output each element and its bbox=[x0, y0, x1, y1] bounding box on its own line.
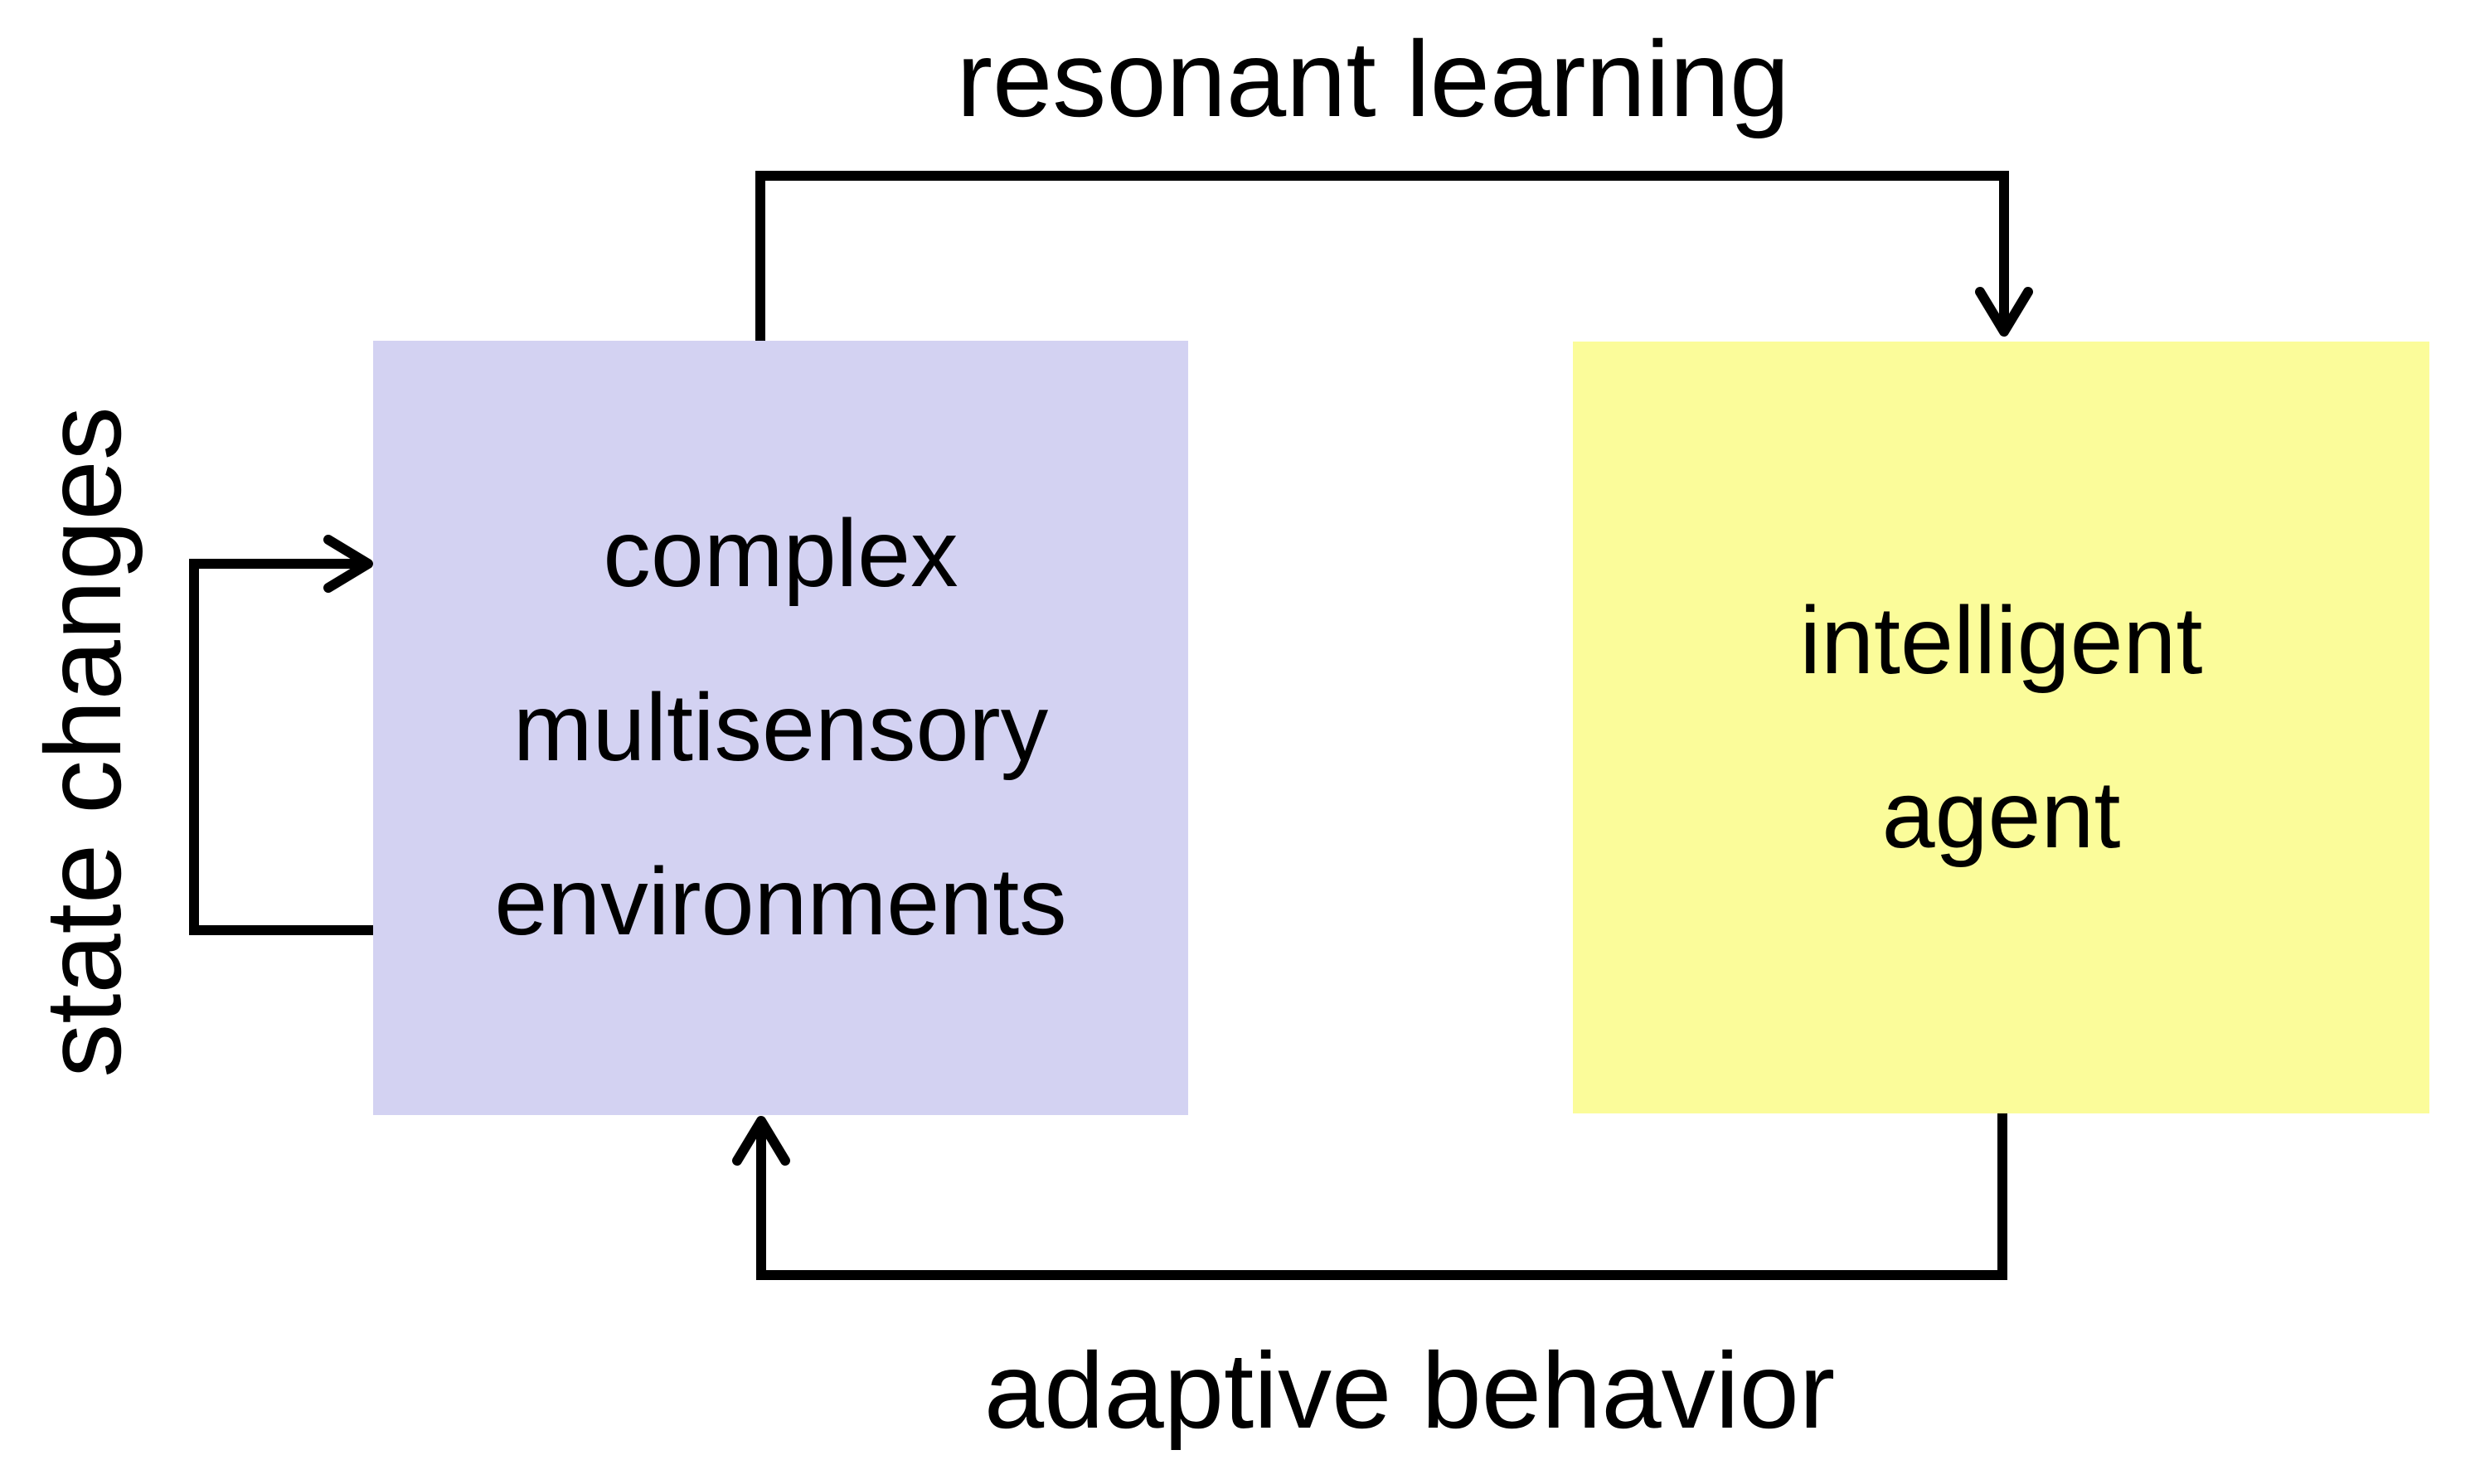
environment-box-line-2: multisensory bbox=[512, 675, 1049, 781]
adaptive-behavior-label: adaptive behavior bbox=[983, 1330, 1836, 1451]
agent-box-line-1: intelligent bbox=[1799, 587, 2203, 694]
environment-box-line-3: environments bbox=[494, 849, 1067, 955]
environment-box-line-1: complex bbox=[603, 501, 958, 607]
resonant-learning-label: resonant learning bbox=[956, 18, 1790, 139]
state-changes-label: state changes bbox=[22, 406, 143, 1078]
resonant-learning-arrow bbox=[755, 171, 2033, 341]
adaptive-behavior-arrow bbox=[732, 1113, 2007, 1280]
state-changes-loop-arrow bbox=[189, 535, 373, 935]
agent-box-line-2: agent bbox=[1881, 761, 2121, 868]
agent-box: intelligent agent bbox=[1573, 342, 2429, 1113]
environment-box: complex multisensory environments bbox=[373, 341, 1188, 1115]
